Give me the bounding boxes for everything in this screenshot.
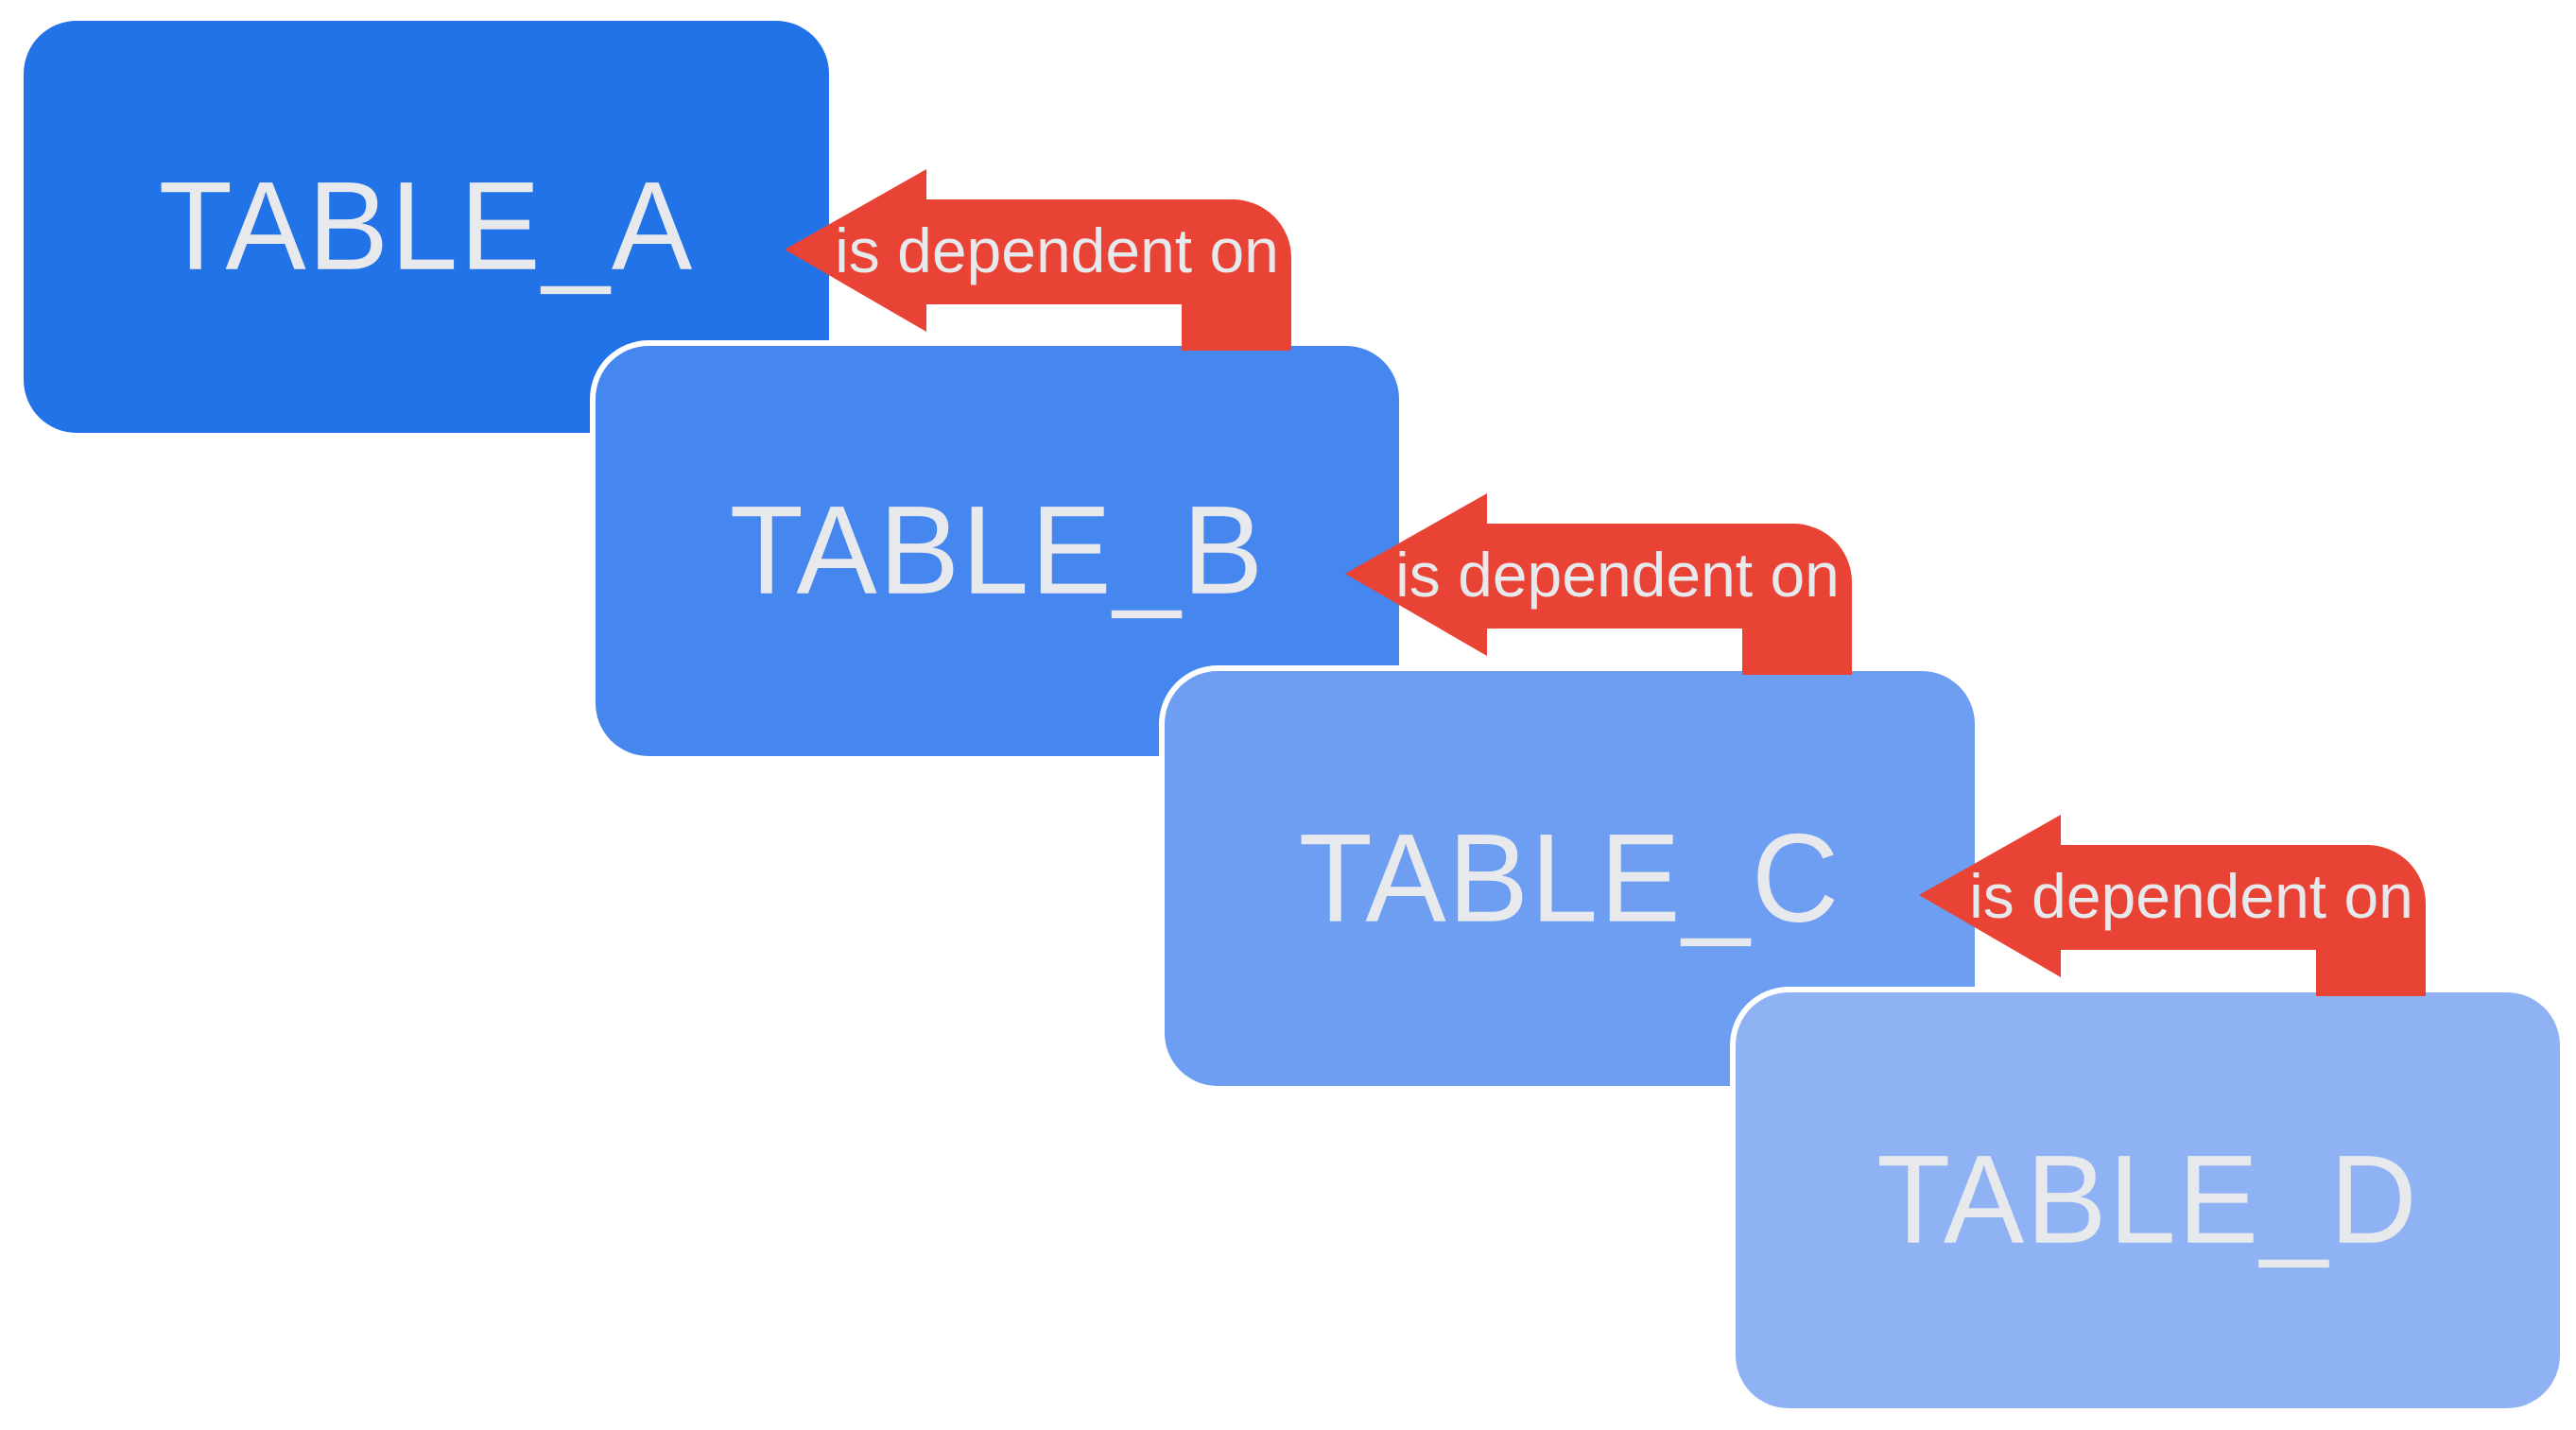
table-d-label: TABLE_D [1876,1129,2419,1270]
table-b-label: TABLE_B [729,480,1266,621]
table-a-box: TABLE_A [24,21,829,433]
dependency-arrow-d-to-c: is dependent on [1919,815,2426,996]
left-arrow-icon [785,169,1291,351]
arrow-label: is dependent on [1395,539,1840,610]
table-d-box: TABLE_D [1736,992,2560,1408]
table-c-label: TABLE_C [1298,807,1841,949]
arrow-label: is dependent on [1969,860,2413,931]
left-arrow-icon [1919,815,2426,996]
table-a-label: TABLE_A [158,156,695,297]
arrow-label: is dependent on [835,215,1279,285]
dependency-arrow-b-to-a: is dependent on [785,169,1291,351]
dependency-arrow-c-to-b: is dependent on [1345,493,1852,675]
left-arrow-icon [1345,493,1852,675]
